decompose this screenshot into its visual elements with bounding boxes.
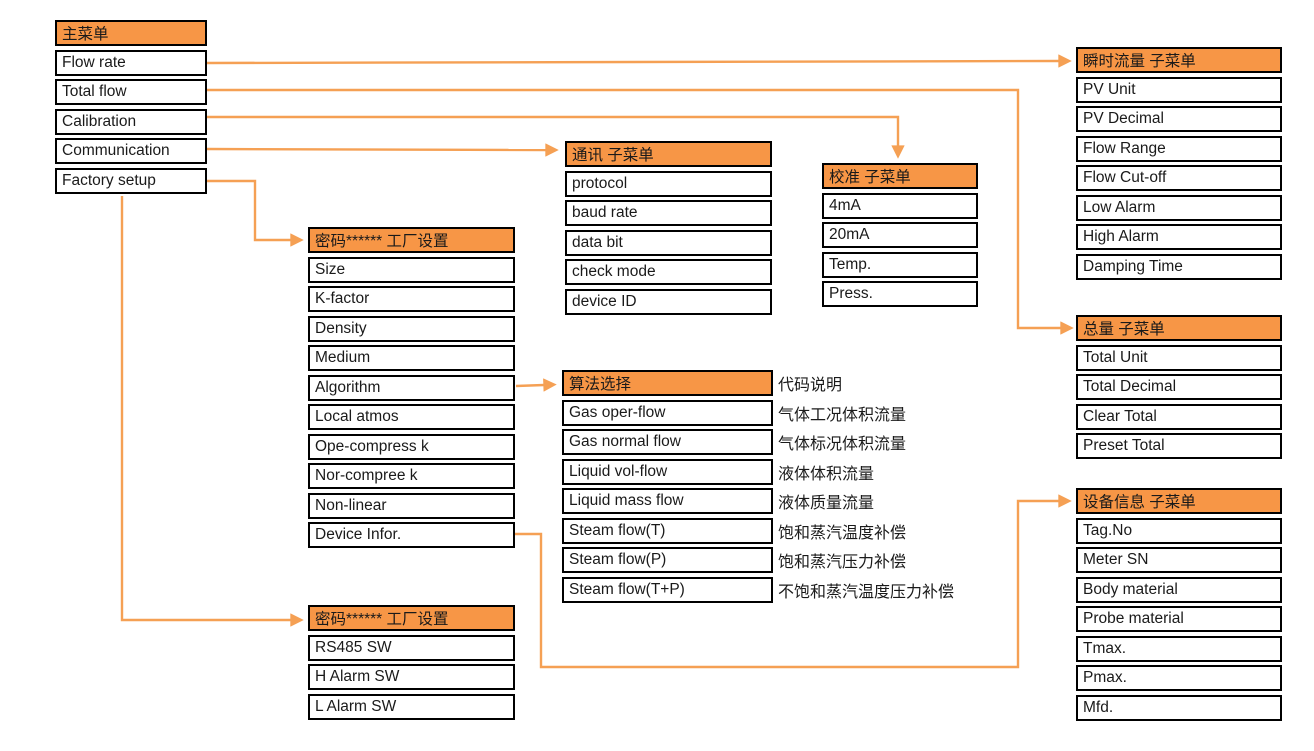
- main-menu-item: Factory setup: [55, 167, 207, 194]
- device-info-submenu-item: Body material: [1076, 576, 1282, 603]
- calibration-submenu-item: Temp.: [822, 251, 978, 278]
- calibration-submenu-header: 校准 子菜单: [822, 163, 978, 189]
- code-description-item: 不饱和蒸汽温度压力补偿: [778, 583, 955, 601]
- code-description-item: 气体工况体积流量: [778, 406, 907, 424]
- factory-setup-submenu-2-item: L Alarm SW: [308, 693, 515, 720]
- arrow-calibration-to-calibration-submenu: [207, 115, 905, 159]
- communication-submenu-header: 通讯 子菜单: [565, 141, 772, 167]
- calibration-submenu-item: Press.: [822, 281, 978, 307]
- code-description-title: 代码说明: [778, 377, 843, 394]
- calibration-submenu-items: 4mA 20mA Temp. Press.: [822, 192, 978, 307]
- factory-setup-submenu-item: Non-linear: [308, 492, 515, 519]
- instant-flow-submenu-item: Flow Range: [1076, 135, 1282, 162]
- factory-setup-submenu-2-header: 密码****** 工厂设置: [308, 605, 515, 631]
- communication-submenu-item: device ID: [565, 288, 772, 315]
- arrow-total-flow-to-total-submenu: [207, 88, 1074, 335]
- total-submenu-item: Total Unit: [1076, 344, 1282, 371]
- main-menu-item: Total flow: [55, 79, 207, 105]
- calibration-submenu-item: 4mA: [822, 192, 978, 219]
- communication-submenu-box: 通讯 子菜单 protocol baud rate data bit check mo…: [565, 141, 772, 315]
- algorithm-select-item: Liquid mass flow: [562, 488, 773, 514]
- device-info-submenu-item: Tmax.: [1076, 635, 1282, 662]
- device-info-submenu-item: Mfd.: [1076, 694, 1282, 721]
- total-submenu-header: 总量 子菜单: [1076, 315, 1282, 341]
- instant-flow-submenu-item: Damping Time: [1076, 253, 1282, 280]
- algorithm-select-item: Steam flow(T): [562, 517, 773, 544]
- total-submenu-item: Clear Total: [1076, 403, 1282, 430]
- algorithm-select-item: Steam flow(P): [562, 547, 773, 573]
- algorithm-select-item: Gas oper-flow: [562, 399, 773, 426]
- arrow-flow-rate-to-instant-flow-submenu: [206, 54, 1072, 68]
- algorithm-code-descriptions: 代码说明 气体工况体积流量气体标况体积流量液体体积流量液体质量流量饱和蒸汽温度补…: [778, 370, 1048, 603]
- instant-flow-submenu-header: 瞬时流量 子菜单: [1076, 47, 1282, 73]
- communication-submenu-item: protocol: [565, 170, 772, 197]
- communication-submenu-item: data bit: [565, 229, 772, 256]
- factory-setup-submenu-item: Size: [308, 256, 515, 283]
- factory-setup-submenu-item: Algorithm: [308, 374, 515, 401]
- factory-setup-submenu-2-box: 密码****** 工厂设置 RS485 SW H Alarm SW L Alarm …: [308, 605, 515, 720]
- arrow-communication-to-comm-submenu: [206, 143, 559, 157]
- device-info-submenu-item: Tag.No: [1076, 517, 1282, 544]
- code-description-rows: 气体工况体积流量气体标况体积流量液体体积流量液体质量流量饱和蒸汽温度补偿饱和蒸汽…: [778, 400, 1048, 603]
- factory-setup-submenu-item: K-factor: [308, 286, 515, 312]
- factory-setup-submenu-item: Density: [308, 315, 515, 342]
- algorithm-select-header: 算法选择: [562, 370, 773, 396]
- device-info-submenu-item: Meter SN: [1076, 547, 1282, 573]
- code-description-item: 液体质量流量: [778, 495, 875, 512]
- calibration-submenu-box: 校准 子菜单 4mA 20mA Temp. Press.: [822, 163, 978, 307]
- factory-setup-submenu-item: Nor-compree k: [308, 463, 515, 489]
- communication-submenu-items: protocol baud rate data bit check mode devic…: [565, 170, 772, 315]
- instant-flow-submenu-item: PV Decimal: [1076, 106, 1282, 132]
- factory-setup-submenu-item: Local atmos: [308, 404, 515, 430]
- total-submenu-item: Total Decimal: [1076, 374, 1282, 400]
- device-info-submenu-header: 设备信息 子菜单: [1076, 488, 1282, 514]
- instant-flow-submenu-item: PV Unit: [1076, 76, 1282, 103]
- arrow-device-infor-to-deviceinfo-submenu: [515, 494, 1072, 669]
- code-description-item: 液体体积流量: [778, 465, 875, 483]
- algorithm-select-item: Liquid vol-flow: [562, 458, 773, 485]
- arrow-main-menu-to-factory-submenu-2: [120, 196, 304, 627]
- instant-flow-submenu-item: High Alarm: [1076, 224, 1282, 250]
- arrow-factory-setup-to-factory-submenu-1: [207, 179, 304, 247]
- code-description-item: 饱和蒸汽压力补偿: [778, 554, 907, 571]
- main-menu-item: Calibration: [55, 108, 207, 135]
- device-info-submenu-item: Probe material: [1076, 606, 1282, 632]
- main-menu-item: Communication: [55, 138, 207, 164]
- total-submenu-item: Preset Total: [1076, 433, 1282, 459]
- communication-submenu-item: check mode: [565, 259, 772, 285]
- device-info-submenu-item: Pmax.: [1076, 665, 1282, 691]
- factory-setup-submenu-item: Device Infor.: [308, 522, 515, 548]
- code-description-item: 气体标况体积流量: [778, 436, 907, 453]
- factory-setup-submenu-header: 密码****** 工厂设置: [308, 227, 515, 253]
- communication-submenu-item: baud rate: [565, 200, 772, 226]
- factory-setup-submenu-item: Ope-compress k: [308, 433, 515, 460]
- main-menu-header: 主菜单: [55, 20, 207, 46]
- algorithm-select-item: Gas normal flow: [562, 429, 773, 455]
- factory-setup-submenu-2-item: H Alarm SW: [308, 664, 515, 690]
- factory-setup-submenu-2-item: RS485 SW: [308, 634, 515, 661]
- code-description-item: 饱和蒸汽温度补偿: [778, 524, 907, 542]
- calibration-submenu-item: 20mA: [822, 222, 978, 248]
- arrow-algorithm-to-algorithm-submenu: [515, 378, 557, 392]
- instant-flow-submenu-item: Flow Cut-off: [1076, 165, 1282, 191]
- factory-setup-submenu-2-items: RS485 SW H Alarm SW L Alarm SW: [308, 634, 515, 720]
- main-menu-item: Flow rate: [55, 49, 207, 76]
- instant-flow-submenu-item: Low Alarm: [1076, 194, 1282, 221]
- algorithm-select-item: Steam flow(T+P): [562, 576, 773, 603]
- factory-setup-submenu-item: Medium: [308, 345, 515, 371]
